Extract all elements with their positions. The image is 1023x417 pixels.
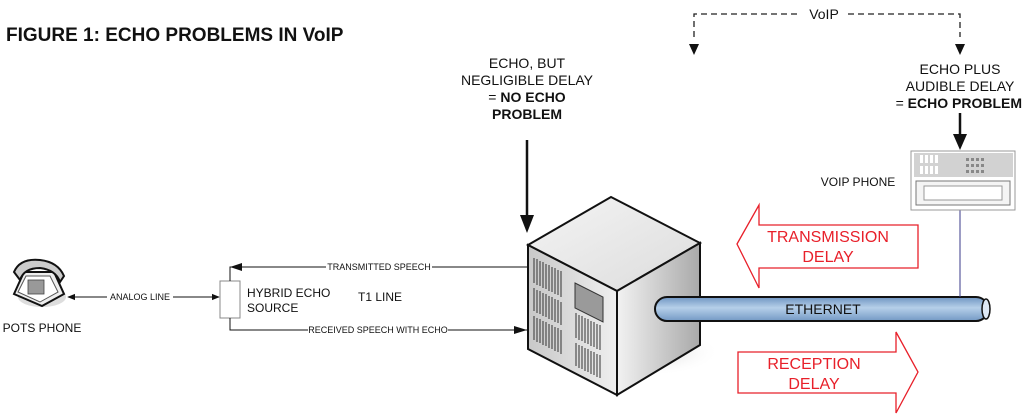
ethernet-link: ETHERNET <box>654 296 991 322</box>
gateway-server[interactable] <box>525 195 720 397</box>
server-display-icon <box>574 282 604 323</box>
svg-text:DELAY: DELAY <box>788 376 840 393</box>
no-echo-annotation: ECHO, BUT NEGLIGIBLE DELAY = NO ECHO PRO… <box>461 55 594 233</box>
svg-text:ECHO PLUS: ECHO PLUS <box>920 61 1001 77</box>
svg-text:SOURCE: SOURCE <box>247 301 298 315</box>
svg-text:RECEPTION: RECEPTION <box>767 356 860 373</box>
server-vent-icon <box>533 258 601 378</box>
pots-phone-label: POTS PHONE <box>3 321 82 335</box>
phone-buttons-icon <box>920 155 938 174</box>
telephone-handset-icon <box>12 258 66 285</box>
voip-bracket-label: VoIP <box>809 6 839 22</box>
svg-text:ECHO, BUT: ECHO, BUT <box>489 55 566 71</box>
arrow-down-icon <box>953 134 967 150</box>
voip-phone-label: VOIP PHONE <box>821 175 895 189</box>
transmitted-speech-line: TRANSMITTED SPEECH <box>229 262 527 281</box>
svg-text:= NO ECHO: = NO ECHO <box>488 89 566 105</box>
svg-text:TRANSMISSION: TRANSMISSION <box>767 229 889 246</box>
svg-text:NEGLIGIBLE DELAY: NEGLIGIBLE DELAY <box>461 72 594 88</box>
arrow-down-icon <box>689 44 699 55</box>
phone-keypad-icon <box>966 158 984 173</box>
received-speech-line: RECEIVED SPEECH WITH ECHO <box>229 318 527 335</box>
transmission-delay-arrow: TRANSMISSION DELAY <box>736 202 919 289</box>
voip-bracket: VoIP <box>689 6 965 55</box>
svg-text:ANALOG LINE: ANALOG LINE <box>110 292 170 302</box>
voip-phone[interactable]: VOIP PHONE <box>821 150 1016 297</box>
svg-text:HYBRID ECHO: HYBRID ECHO <box>247 286 330 300</box>
svg-text:PROBLEM: PROBLEM <box>492 106 562 122</box>
arrow-down-icon <box>520 215 534 233</box>
pots-phone[interactable]: POTS PHONE <box>3 258 82 335</box>
svg-text:= ECHO PROBLEM: = ECHO PROBLEM <box>896 95 1022 111</box>
telephone-keypad-icon <box>27 279 45 295</box>
svg-text:AUDIBLE DELAY: AUDIBLE DELAY <box>906 78 1015 94</box>
arrow-down-icon <box>955 44 965 55</box>
reception-delay-arrow: RECEPTION DELAY <box>737 331 919 414</box>
svg-text:DELAY: DELAY <box>802 249 854 266</box>
svg-text:ETHERNET: ETHERNET <box>785 301 861 317</box>
svg-text:RECEIVED SPEECH WITH ECHO: RECEIVED SPEECH WITH ECHO <box>308 325 448 335</box>
echo-problem-annotation: ECHO PLUS AUDIBLE DELAY = ECHO PROBLEM <box>896 61 1022 150</box>
phone-handset-icon <box>923 185 1003 201</box>
hybrid-echo-source[interactable]: HYBRID ECHO SOURCE <box>219 280 330 319</box>
t1-line-label: T1 LINE <box>358 290 402 304</box>
figure-title: FIGURE 1: ECHO PROBLEMS IN VoIP <box>6 25 344 46</box>
svg-text:TRANSMITTED SPEECH: TRANSMITTED SPEECH <box>327 262 431 272</box>
analog-line: ANALOG LINE <box>67 291 220 302</box>
